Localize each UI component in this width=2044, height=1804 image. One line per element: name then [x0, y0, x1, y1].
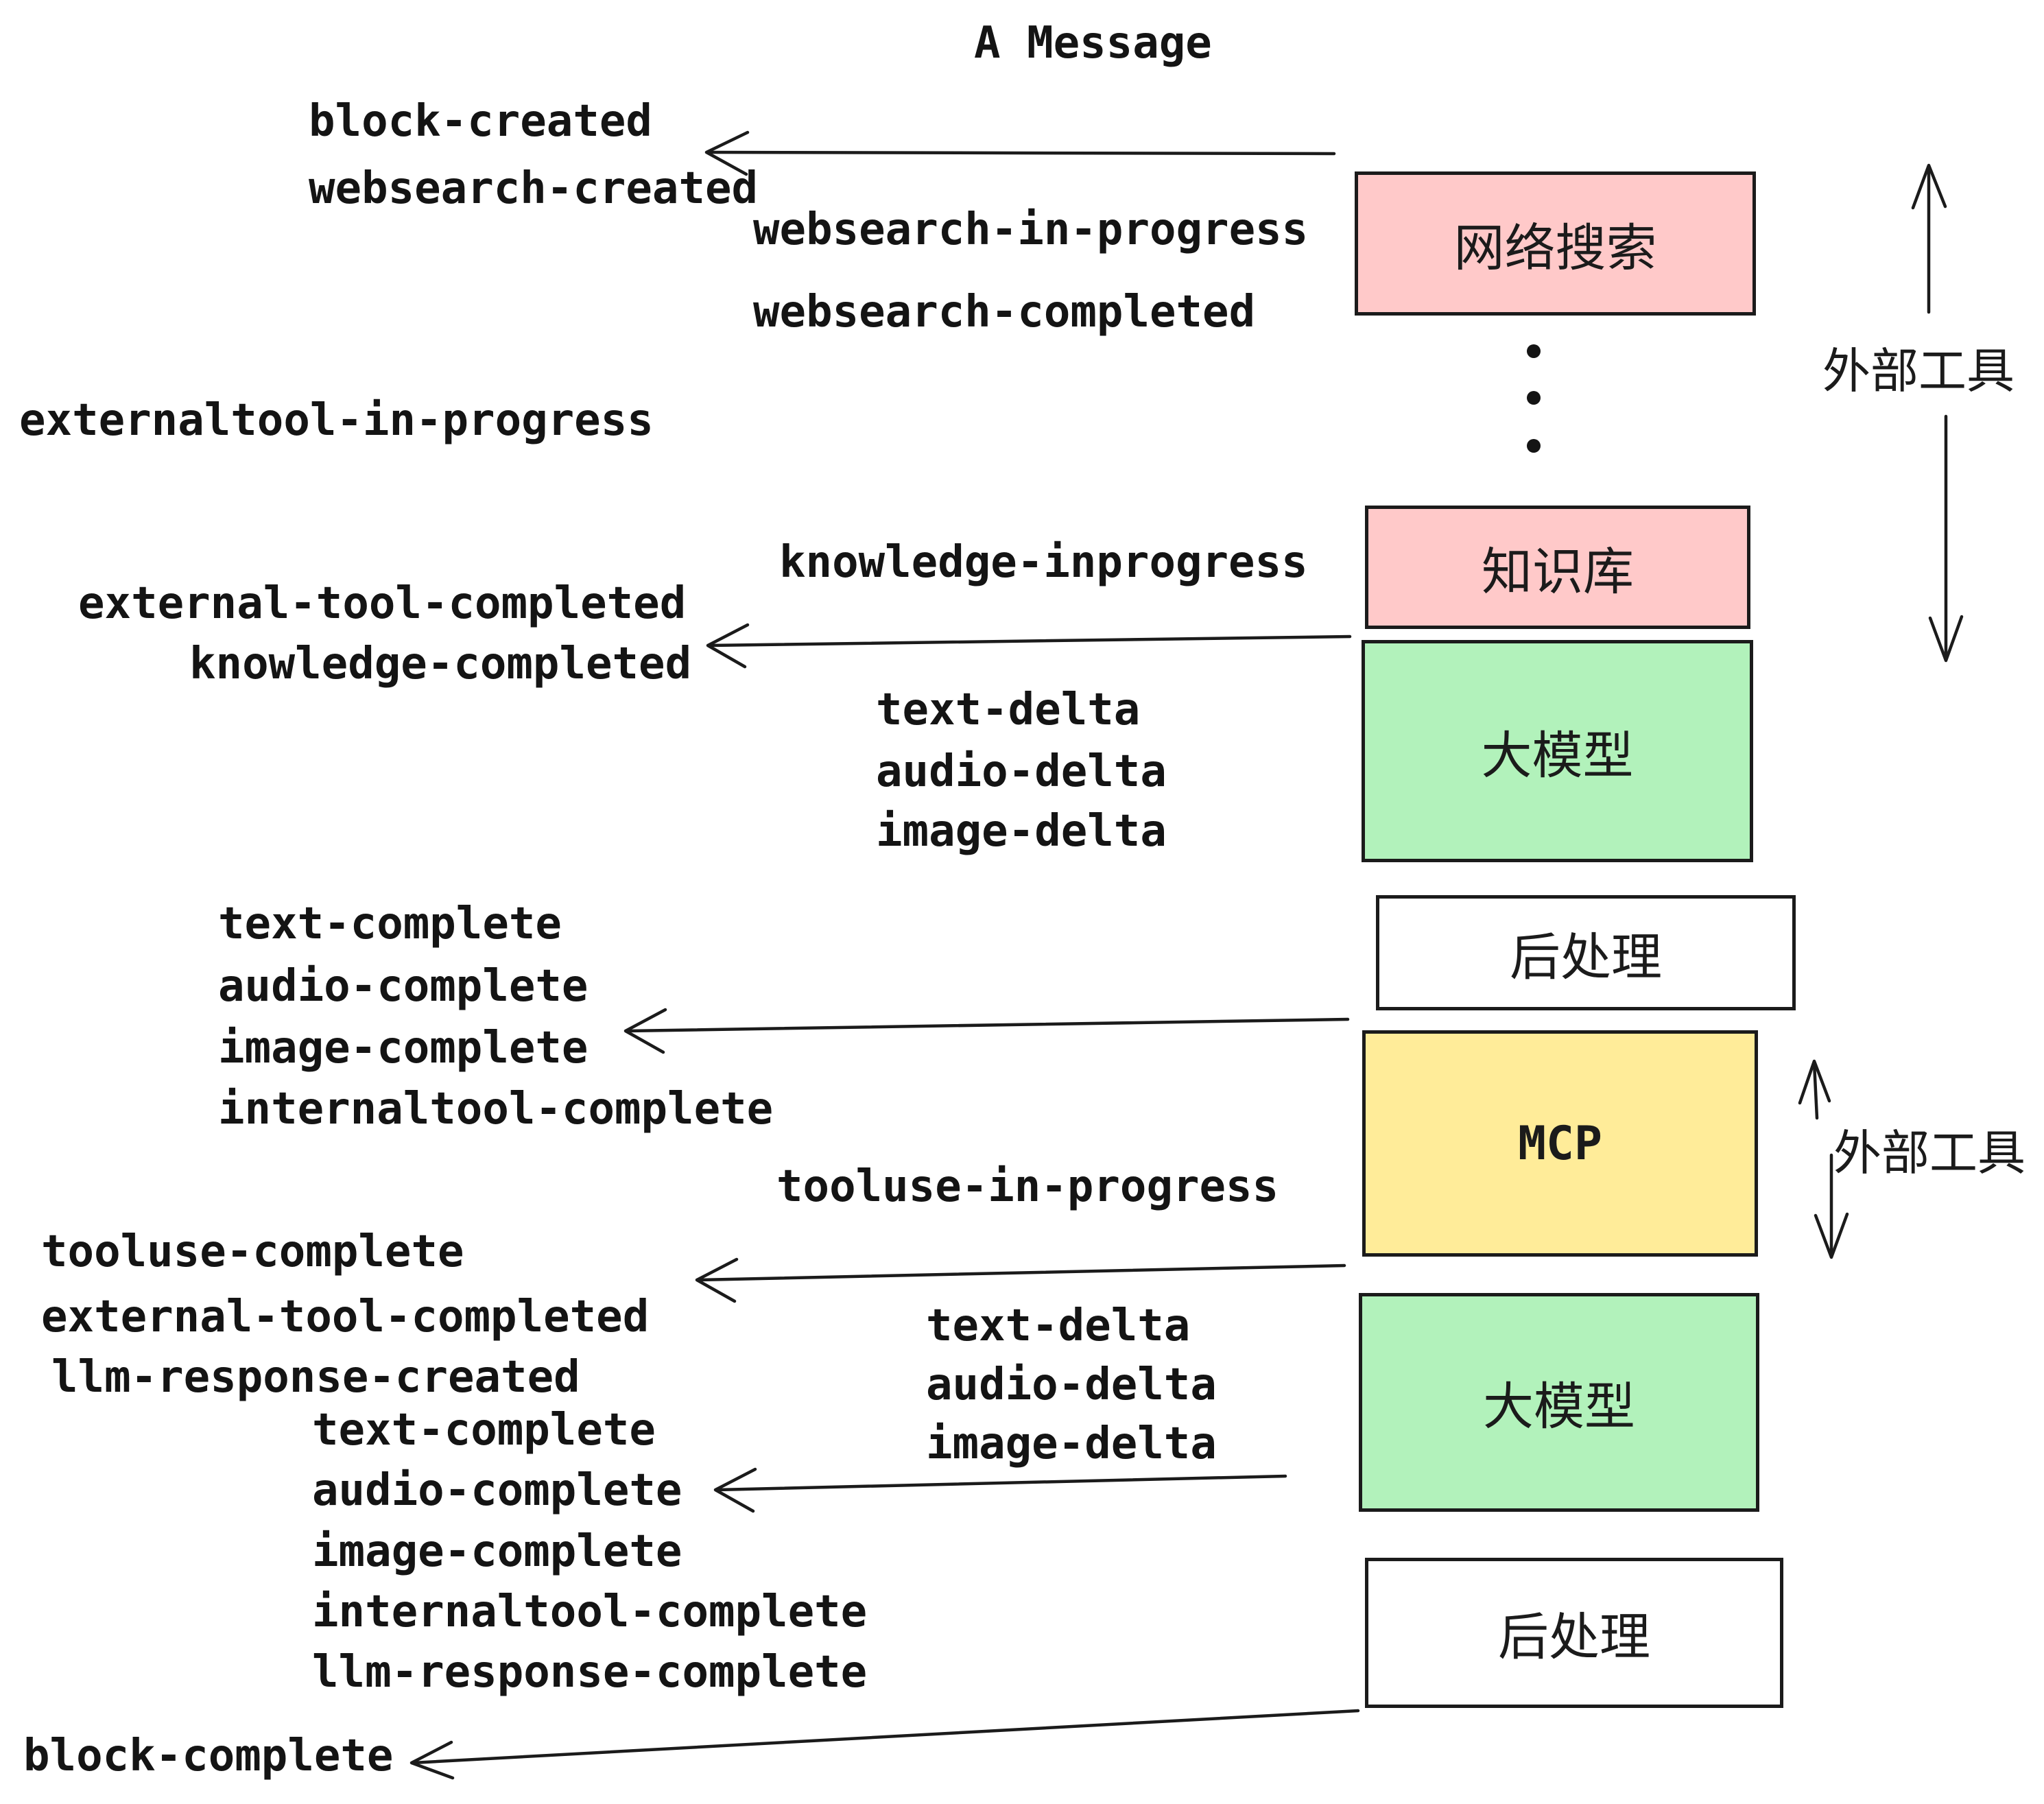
box-websearch-label: 网络搜索	[1453, 219, 1657, 276]
event-audio-delta-2: audio-delta	[926, 1360, 1217, 1410]
event-image-complete: image-complete	[218, 1023, 589, 1073]
event-text-complete: text-complete	[218, 899, 562, 949]
event-internaltool-complete-2: internaltool-complete	[312, 1587, 868, 1637]
event-knowledge-inprogress: knowledge-inprogress	[779, 537, 1308, 588]
event-tooluse-complete: tooluse-complete	[41, 1226, 464, 1277]
box-postprocess-2: 后处理	[1365, 1558, 1783, 1708]
box-postprocess-1-label: 后处理	[1510, 928, 1662, 986]
box-mcp: MCP	[1362, 1030, 1758, 1257]
event-block-complete: block-complete	[23, 1731, 394, 1781]
arrow-to-audio-complete-icon	[713, 1467, 1287, 1513]
event-internaltool-complete: internaltool-complete	[218, 1084, 774, 1135]
double-arrow-up-external-tools-2-icon	[1798, 1059, 1831, 1120]
event-llm-response-complete: llm-response-complete	[312, 1647, 868, 1698]
event-text-delta: text-delta	[876, 685, 1141, 735]
event-websearch-completed: websearch-completed	[753, 287, 1256, 337]
event-external-tool-completed-2: external-tool-completed	[41, 1292, 650, 1342]
arrow-to-external-tool-completed-icon	[695, 1257, 1346, 1303]
arrow-to-image-complete-icon	[623, 1008, 1350, 1054]
box-knowledge: 知识库	[1365, 506, 1750, 629]
event-externaltool-in-progress: externaltool-in-progress	[19, 395, 654, 446]
event-websearch-created: websearch-created	[309, 163, 759, 214]
event-audio-complete: audio-complete	[218, 961, 589, 1012]
box-llm-1-label: 大模型	[1481, 726, 1634, 784]
event-external-tool-completed: external-tool-completed	[78, 578, 687, 629]
box-websearch: 网络搜索	[1355, 171, 1756, 316]
double-arrow-up-external-tools-1-icon	[1911, 163, 1947, 314]
event-image-complete-2: image-complete	[312, 1526, 682, 1577]
box-knowledge-label: 知识库	[1482, 543, 1634, 600]
dot-icon	[1527, 439, 1541, 453]
arrow-to-websearch-created-icon	[704, 130, 1336, 176]
event-websearch-in-progress: websearch-in-progress	[753, 204, 1309, 255]
event-audio-delta: audio-delta	[876, 746, 1167, 797]
side-label-external-tools-2: 外部工具	[1833, 1126, 2025, 1180]
event-block-created: block-created	[309, 96, 652, 147]
box-llm-2-label: 大模型	[1483, 1378, 1635, 1435]
event-image-delta-2: image-delta	[926, 1419, 1217, 1469]
box-llm-1: 大模型	[1362, 640, 1753, 862]
dot-icon	[1527, 391, 1541, 405]
double-arrow-down-external-tools-1-icon	[1928, 414, 1964, 663]
event-tooluse-in-progress: tooluse-in-progress	[776, 1161, 1279, 1212]
box-postprocess-1: 后处理	[1376, 895, 1796, 1010]
event-llm-response-created: llm-response-created	[51, 1352, 580, 1403]
event-text-complete-2: text-complete	[312, 1405, 656, 1456]
box-postprocess-2-label: 后处理	[1498, 1609, 1650, 1665]
box-mcp-label: MCP	[1518, 1116, 1602, 1171]
event-knowledge-completed: knowledge-completed	[189, 639, 692, 689]
event-audio-complete-2: audio-complete	[312, 1465, 682, 1516]
arrow-to-block-complete-icon	[409, 1709, 1360, 1780]
event-text-delta-2: text-delta	[926, 1301, 1191, 1351]
side-label-external-tools-1: 外部工具	[1822, 344, 2015, 398]
page-title: A Message	[974, 18, 1212, 69]
arrow-to-knowledge-completed-icon	[706, 623, 1352, 669]
dot-icon	[1527, 344, 1541, 358]
box-llm-2: 大模型	[1359, 1293, 1759, 1512]
event-image-delta: image-delta	[876, 806, 1167, 857]
